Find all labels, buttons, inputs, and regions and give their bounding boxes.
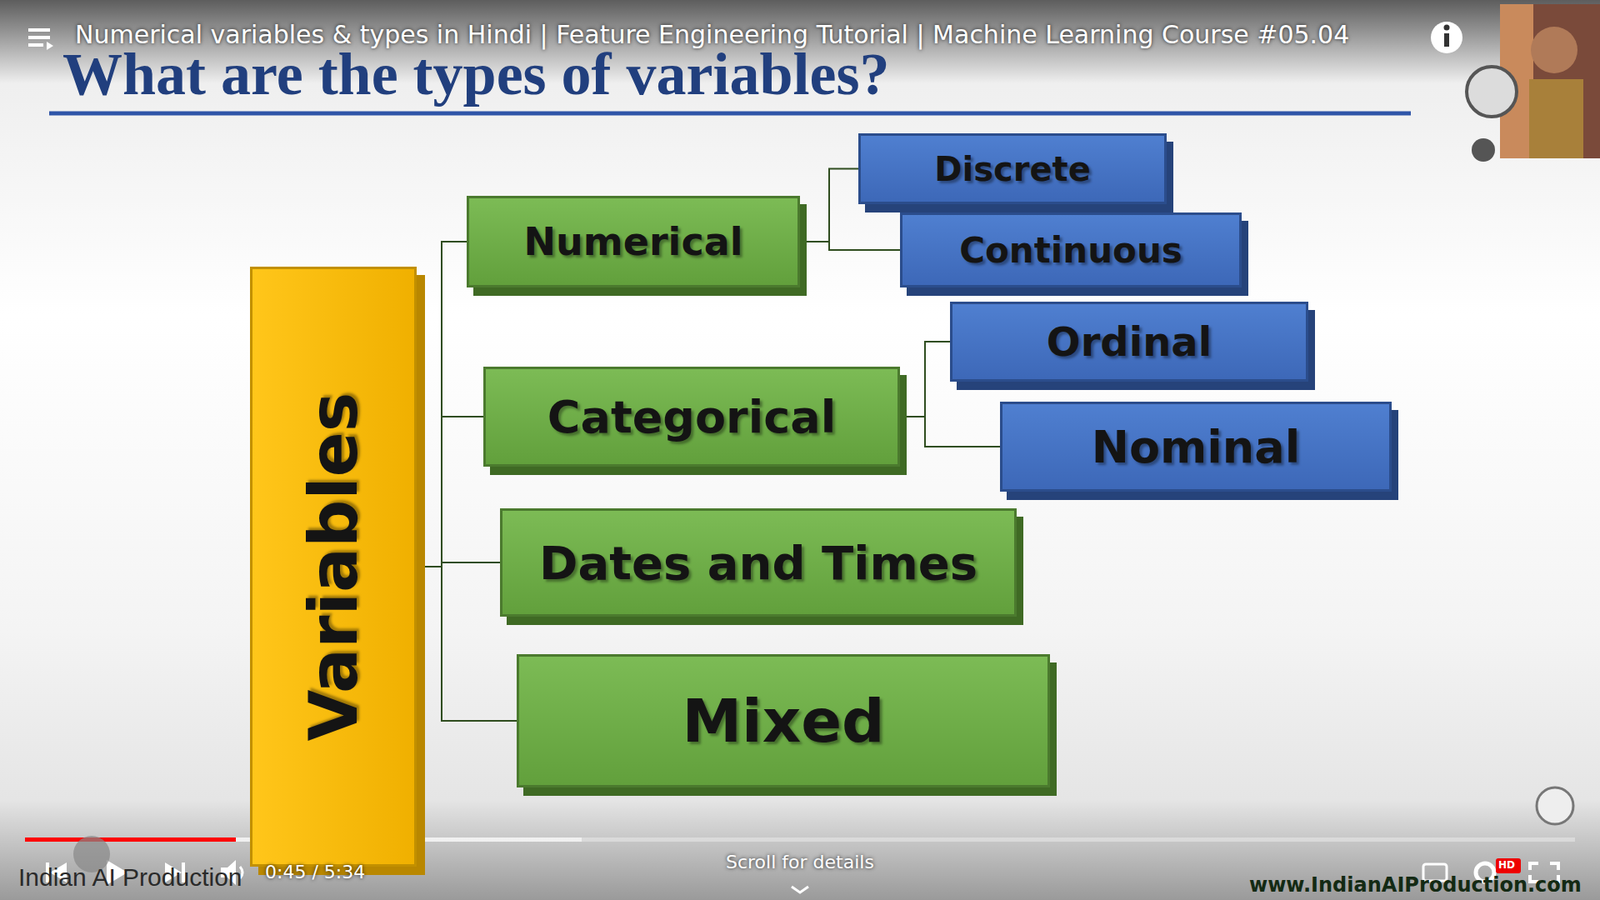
subtype-box: Discrete xyxy=(858,133,1167,205)
node-label: Variables xyxy=(295,392,373,742)
subtype-box: Ordinal xyxy=(950,301,1309,382)
tree-connector xyxy=(416,416,484,567)
hd-badge xyxy=(1495,858,1521,874)
watermark: Indian AI Production xyxy=(18,863,243,892)
tree-connector xyxy=(900,416,1000,447)
video-title: Numerical variables & types in Hindi | F… xyxy=(75,20,1350,50)
node-label: Numerical xyxy=(524,219,744,265)
hd-badge-text: HD xyxy=(1498,859,1515,871)
node-label: Continuous xyxy=(959,230,1183,271)
subtype-box: Continuous xyxy=(900,212,1242,288)
category-box: Categorical xyxy=(483,366,900,467)
info-icon xyxy=(1430,21,1463,54)
title-underline xyxy=(49,111,1411,116)
node-label: Discrete xyxy=(934,150,1091,189)
scroll-chevron xyxy=(791,886,809,893)
scroll-hint: Scroll for details xyxy=(725,851,875,873)
tree-connector xyxy=(800,241,900,250)
node-label: Ordinal xyxy=(1046,318,1212,365)
tree-connector xyxy=(800,169,859,243)
node-label: Nominal xyxy=(1091,420,1300,474)
node-label: Categorical xyxy=(547,390,836,444)
presenter-thumbnail xyxy=(1466,4,1600,162)
category-box: Mixed xyxy=(516,654,1050,788)
category-box: Numerical xyxy=(466,195,800,288)
bottom-shade xyxy=(0,800,1600,900)
timestamp: 0:45 / 5:34 xyxy=(265,861,365,883)
diagram-title: What are the types of variables? xyxy=(62,40,890,110)
category-box: Dates and Times xyxy=(500,508,1017,617)
subtype-box: Nominal xyxy=(1000,401,1392,492)
node-label: Mixed xyxy=(681,685,885,756)
node-label: Dates and Times xyxy=(539,535,978,590)
playlist-icon xyxy=(28,28,54,50)
progress-played xyxy=(25,837,236,842)
tree-connector xyxy=(900,341,950,417)
root-box: Variables xyxy=(250,266,417,867)
channel-logo xyxy=(1536,787,1574,825)
website-url: www.IndianAIProduction.com xyxy=(1249,873,1582,897)
